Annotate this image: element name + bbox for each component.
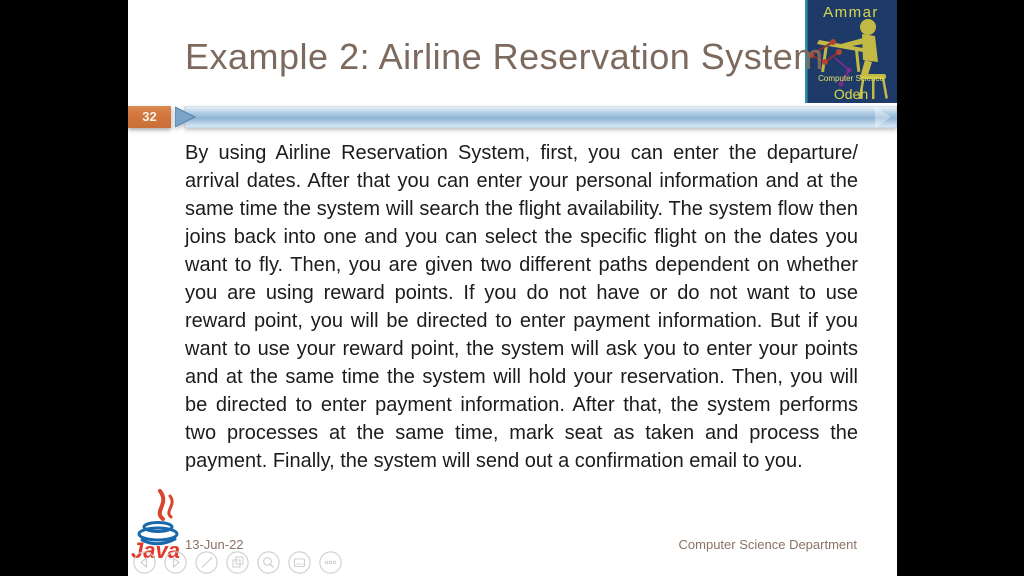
nav-toolbar [133, 551, 342, 574]
logo-first-name: Ammar [823, 4, 879, 21]
slide-title: Example 2: Airline Reservation System [185, 36, 824, 77]
logo-caption: Computer Science [818, 74, 884, 83]
more-options-icon[interactable] [319, 551, 342, 574]
molecule-icon [808, 39, 852, 87]
see-all-slides-icon[interactable] [226, 551, 249, 574]
previous-slide-icon[interactable] [133, 551, 156, 574]
java-steam-icon [157, 489, 174, 521]
pen-icon[interactable] [195, 551, 218, 574]
slide-date: 13-Jun-22 [185, 537, 244, 552]
logo-background [805, 0, 897, 103]
zoom-icon[interactable] [257, 551, 280, 574]
java-logo-label: Java [131, 538, 180, 562]
java-cup-icon [137, 521, 179, 546]
slide-body-text: By using Airline Reservation System, fir… [185, 142, 858, 472]
author-logo: Ammar Computer Science Odeh [805, 0, 897, 103]
next-slide-icon[interactable] [164, 551, 187, 574]
footer-department: Computer Science Department [678, 537, 857, 552]
slide-number-badge: 32 [128, 106, 171, 128]
person-at-computer-icon [817, 19, 888, 100]
bar-arrow-cap [175, 106, 197, 128]
divider-bar [175, 106, 897, 128]
slide-canvas: Example 2: Airline Reservation System [128, 0, 897, 576]
logo-last-name: Odeh [834, 86, 868, 102]
java-logo: Java [131, 489, 180, 562]
captions-icon[interactable] [288, 551, 311, 574]
